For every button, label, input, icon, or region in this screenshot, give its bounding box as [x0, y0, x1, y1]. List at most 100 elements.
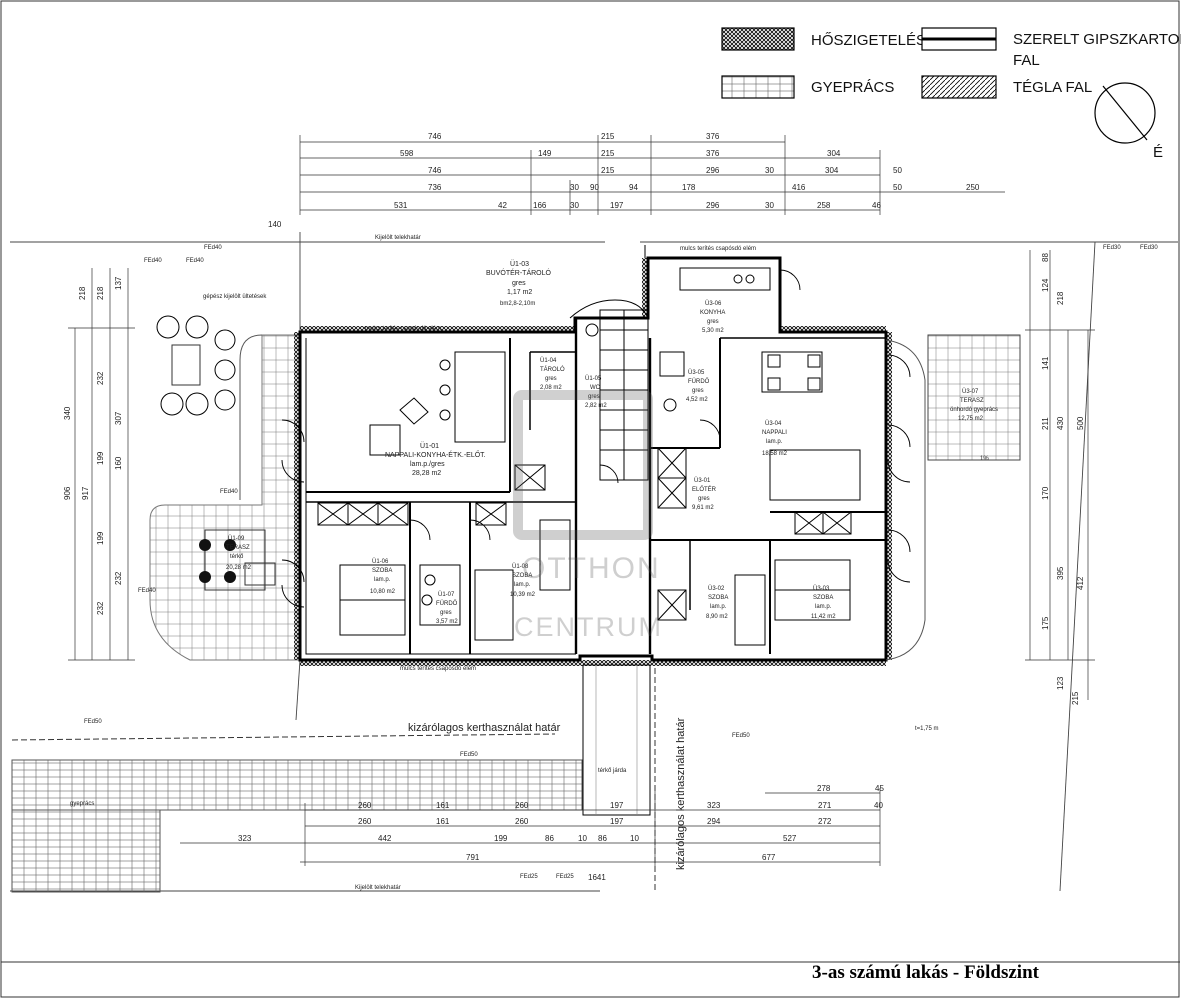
fed-tag: FEd50 — [732, 733, 750, 739]
toilet-icon — [424, 574, 436, 586]
hedge-plants — [156, 315, 236, 416]
svg-text:2,08 m2: 2,08 m2 — [540, 385, 562, 391]
dim-label: 50 — [893, 166, 902, 175]
dim-label: 218 — [1056, 291, 1065, 305]
room-label-ü1-05: Ü1-05 WC gres 2,82 m2 — [585, 375, 607, 409]
dim-label: 412 — [1076, 576, 1085, 590]
svg-text:lam.p.: lam.p. — [710, 604, 727, 610]
chair-icon — [224, 539, 236, 551]
dim-label: 137 — [114, 276, 123, 290]
right-path — [885, 339, 926, 661]
fed-tag: FEd25 — [556, 874, 574, 880]
shrub-icon — [185, 315, 209, 339]
bathroom-fixture — [419, 564, 461, 626]
fed-tag: FEd40 — [138, 588, 156, 594]
room-label-ü1-03: Ü1-03 BUVÓTÉR-TÁROLÓ gres 1,17 m2 — [486, 260, 552, 296]
dim-label: 30 — [570, 201, 579, 210]
fed-tag: FEd40 — [204, 245, 222, 251]
fed-tag: FEd50 — [84, 719, 102, 725]
dim-label: 42 — [498, 201, 507, 210]
svg-text:KONYHA: KONYHA — [700, 310, 725, 316]
left-terrace — [149, 334, 301, 661]
dim-label: 30 — [570, 183, 579, 192]
svg-text:Ü3-03: Ü3-03 — [813, 585, 830, 592]
room-label-ü1-01: Ü1-01 NAPPALI-KONYHA-ÉTK.-ELŐT. lam.p./g… — [385, 442, 486, 477]
svg-text:Ü1-09: Ü1-09 — [228, 535, 245, 542]
dim-label: 323 — [238, 834, 252, 843]
svg-text:gres: gres — [440, 610, 452, 616]
room-label-ü3-07: Ü3-07 TERASZ önhordó gyeprács 12,75 m2 — [950, 388, 998, 422]
svg-text:gres: gres — [545, 376, 557, 382]
room-label-ü1-07: Ü1-07 FÜRDŐ gres 3,57 m2 — [436, 591, 458, 625]
dim-label: 218 — [78, 286, 87, 300]
svg-text:gres: gres — [588, 394, 600, 400]
svg-text:8,90 m2: 8,90 m2 — [706, 614, 728, 620]
dim-label: 215 — [601, 149, 615, 158]
svg-text:SZOBA: SZOBA — [372, 568, 392, 574]
dim-label: 260 — [515, 817, 529, 826]
svg-text:TERASZ: TERASZ — [226, 545, 250, 551]
svg-text:WC: WC — [590, 385, 601, 391]
svg-text:SZOBA: SZOBA — [512, 573, 532, 579]
dim-label: 791 — [466, 853, 480, 862]
dim-label: 260 — [358, 817, 372, 826]
dim-label: 199 — [96, 531, 105, 545]
fence-top-label: Kijelölt telekhatár — [375, 235, 421, 241]
dim-label: 736 — [428, 183, 442, 192]
dim-label: 218 — [96, 286, 105, 300]
dim-label: 376 — [706, 149, 720, 158]
north-arrow-icon: É — [1094, 82, 1163, 161]
svg-text:gres: gres — [512, 280, 526, 287]
garden-boundary-vertical-label: kizárólagos kerthasználat határ — [675, 717, 687, 870]
dim-label: 46 — [872, 201, 881, 210]
room-label-ü1-08: Ü1-08 SZOBA lam.p. 10,39 m2 — [510, 563, 536, 598]
dim-label: 258 — [817, 201, 831, 210]
terrace-table — [204, 529, 266, 591]
fed-tag: FEd50 — [460, 752, 478, 758]
dim-label: 88 — [1041, 253, 1050, 262]
fed-tags: FEd40 FEd40 FEd40 FEd40 FEd40 FEd50 FEd5… — [84, 245, 1158, 880]
table-icon — [369, 424, 401, 456]
toilet-icon — [663, 398, 677, 412]
dim-label: 442 — [378, 834, 392, 843]
svg-text:1,17 m2: 1,17 m2 — [507, 289, 532, 296]
dim-label: 416 — [792, 183, 806, 192]
svg-text:lam.p.: lam.p. — [815, 604, 832, 610]
shrub-icon — [156, 315, 180, 339]
svg-text:Ü3-02: Ü3-02 — [708, 585, 725, 592]
fed-tag: FEd30 — [1140, 245, 1158, 251]
bottom-dimensions — [180, 788, 881, 866]
svg-text:Ü3-07: Ü3-07 — [962, 388, 979, 395]
svg-text:18,58 m2: 18,58 m2 — [762, 451, 788, 457]
svg-text:9,61 m2: 9,61 m2 — [692, 505, 714, 511]
room-label-ü1-04: Ü1-04 TÁROLÓ gres 2,08 m2 — [540, 357, 565, 391]
dim-label: 746 — [428, 132, 442, 141]
toilet-icon — [421, 594, 433, 606]
svg-text:lam.p.: lam.p. — [374, 577, 391, 583]
dim-label: 304 — [827, 149, 841, 158]
dim-label: 86 — [598, 834, 607, 843]
svg-text:Ü3-06: Ü3-06 — [705, 300, 722, 307]
watermark: OTTHON CENTRUM — [513, 390, 661, 642]
dim-label: 215 — [1071, 691, 1080, 705]
shrub-icon — [214, 329, 236, 351]
dim-label: 906 — [63, 486, 72, 500]
svg-text:10,39 m2: 10,39 m2 — [510, 592, 536, 598]
dim-label: 123 — [1056, 676, 1065, 690]
fed-tag: FEd40 — [186, 258, 204, 264]
insulation-strips — [294, 258, 892, 666]
kitchen-island — [454, 351, 506, 443]
dim-label: 90 — [590, 183, 599, 192]
svg-text:gres: gres — [698, 496, 710, 502]
dim-label: 304 — [825, 166, 839, 175]
svg-text:FÜRDŐ: FÜRDŐ — [688, 378, 710, 385]
dim-label: 211 — [1041, 417, 1050, 430]
lawn-grid-area — [11, 759, 583, 811]
dim-label: 395 — [1056, 566, 1065, 580]
dim-label: 197 — [610, 201, 624, 210]
dim-label: 296 — [706, 201, 720, 210]
dim-label: 677 — [762, 853, 776, 862]
dim-label: 215 — [601, 132, 615, 141]
svg-text:lam.p.: lam.p. — [514, 582, 531, 588]
bathtub-icon — [539, 519, 571, 591]
